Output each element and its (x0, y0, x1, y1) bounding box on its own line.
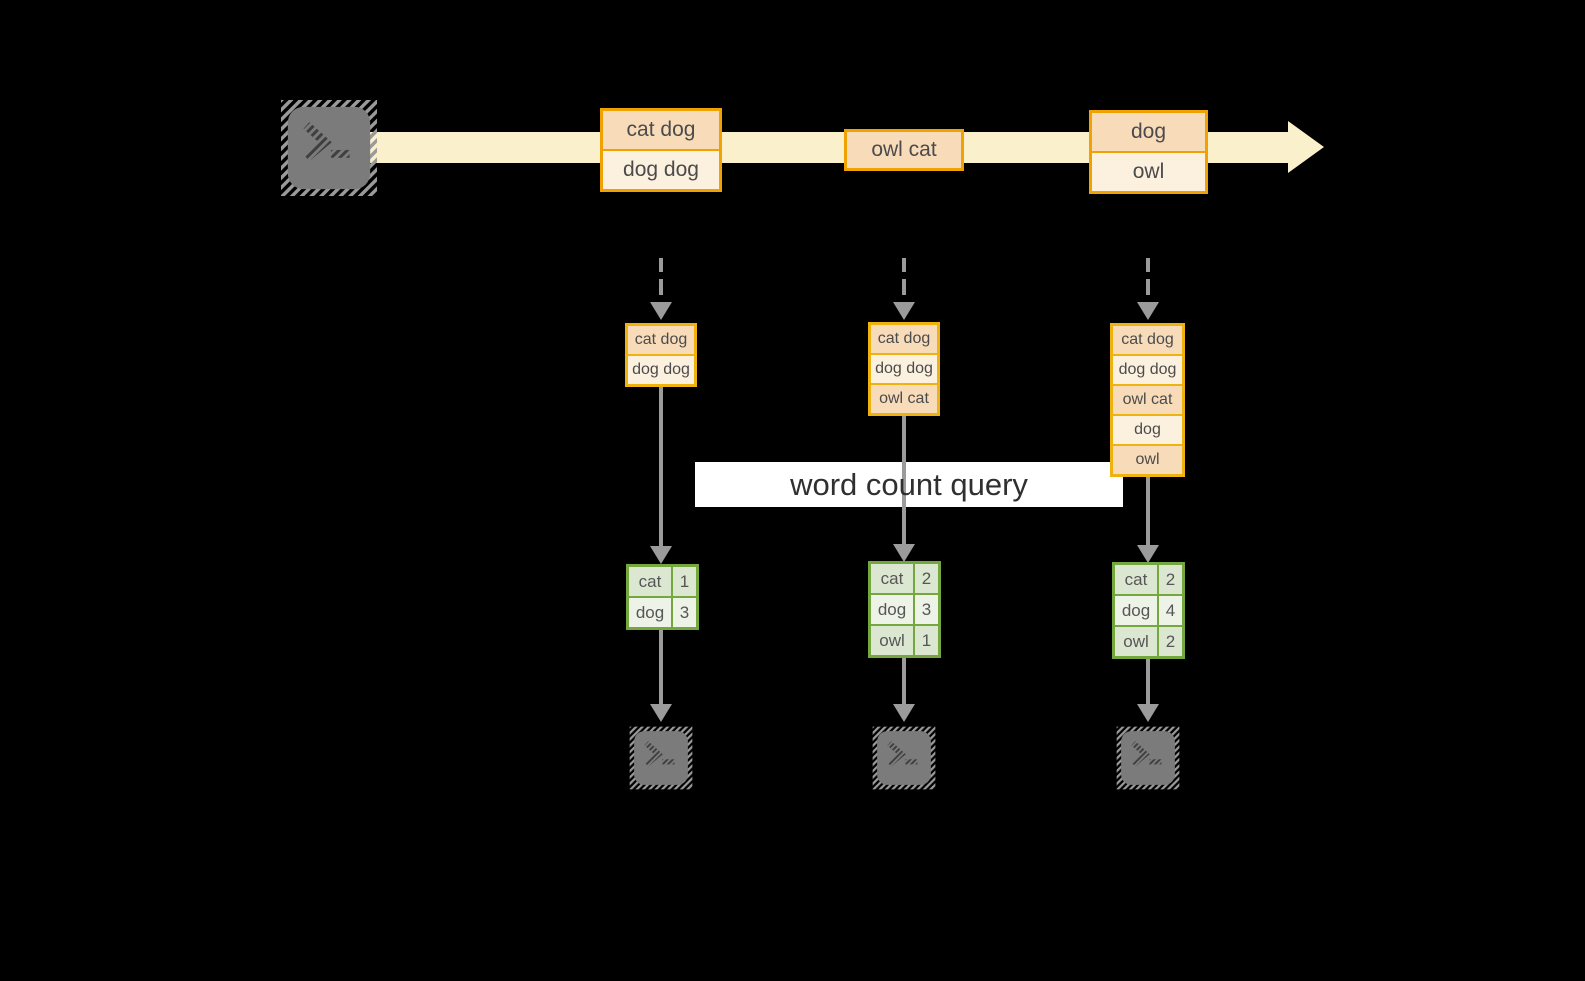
event-line: dog dog (603, 151, 719, 189)
event-line: owl (1092, 153, 1205, 191)
count-cell: 2 (1159, 627, 1182, 656)
count-cell: 3 (673, 598, 696, 627)
count-cell: 1 (915, 626, 938, 655)
buffer-row: owl (1113, 446, 1182, 474)
buffer-row: cat dog (871, 325, 937, 353)
process-arrowhead (1137, 545, 1159, 563)
query-label-band (695, 462, 1123, 507)
word-cell: dog (629, 598, 671, 627)
buffer-row: dog (1113, 416, 1182, 444)
output-arrow-line (659, 630, 663, 704)
ingest-arrowhead (893, 302, 915, 320)
buffer-row: dog dog (628, 356, 694, 384)
word-cell: owl (871, 626, 913, 655)
process-arrowhead (893, 544, 915, 562)
count-table-1: cat 1 dog 3 (626, 564, 699, 630)
word-cell: dog (1115, 596, 1157, 625)
word-cell: cat (629, 567, 671, 596)
process-arrowhead (650, 546, 672, 564)
output-arrow-line (1146, 659, 1150, 704)
buffer-row: dog dog (1113, 356, 1182, 384)
process-arrow-line (1146, 477, 1150, 545)
query-label: word count query (790, 466, 1028, 502)
buffer-stack-2: cat dog dog dog owl cat (868, 322, 940, 416)
event-line: dog (1092, 113, 1205, 151)
ingest-arrow-dash (902, 258, 906, 272)
count-cell: 3 (915, 595, 938, 624)
word-cell: owl (1115, 627, 1157, 656)
sink-terminal-icon (1116, 726, 1180, 790)
source-terminal-icon (280, 99, 378, 197)
output-arrowhead (1137, 704, 1159, 722)
count-table-2: cat 2 dog 3 owl 1 (868, 561, 941, 658)
event-box-2: owl cat (844, 129, 964, 171)
ingest-arrow-dash (902, 279, 906, 295)
count-cell: 1 (673, 567, 696, 596)
buffer-row: owl cat (1113, 386, 1182, 414)
count-cell: 2 (1159, 565, 1182, 594)
event-box-3: dog owl (1089, 110, 1208, 194)
ingest-arrow-dash (1146, 258, 1150, 272)
word-cell: cat (871, 564, 913, 593)
word-cell: cat (1115, 565, 1157, 594)
buffer-row: owl cat (871, 385, 937, 413)
buffer-row: dog dog (871, 355, 937, 383)
ingest-arrow-dash (659, 258, 663, 272)
process-arrow-line (659, 387, 663, 547)
ingest-arrow-dash (1146, 279, 1150, 295)
stream-arrowhead (1288, 121, 1324, 173)
buffer-row: cat dog (1113, 326, 1182, 354)
event-line: owl cat (847, 132, 961, 168)
sink-terminal-icon (629, 726, 693, 790)
sink-terminal-icon (872, 726, 936, 790)
count-cell: 4 (1159, 596, 1182, 625)
output-arrow-line (902, 658, 906, 704)
ingest-arrowhead (1137, 302, 1159, 320)
count-table-3: cat 2 dog 4 owl 2 (1112, 562, 1185, 659)
ingest-arrow-dash (659, 279, 663, 295)
ingest-arrowhead (650, 302, 672, 320)
event-box-1: cat dog dog dog (600, 108, 722, 192)
process-arrow-line (902, 416, 906, 544)
event-line: cat dog (603, 111, 719, 149)
count-cell: 2 (915, 564, 938, 593)
output-arrowhead (650, 704, 672, 722)
buffer-row: cat dog (628, 326, 694, 354)
output-arrowhead (893, 704, 915, 722)
buffer-stack-3: cat dog dog dog owl cat dog owl (1110, 323, 1185, 477)
buffer-stack-1: cat dog dog dog (625, 323, 697, 387)
word-cell: dog (871, 595, 913, 624)
